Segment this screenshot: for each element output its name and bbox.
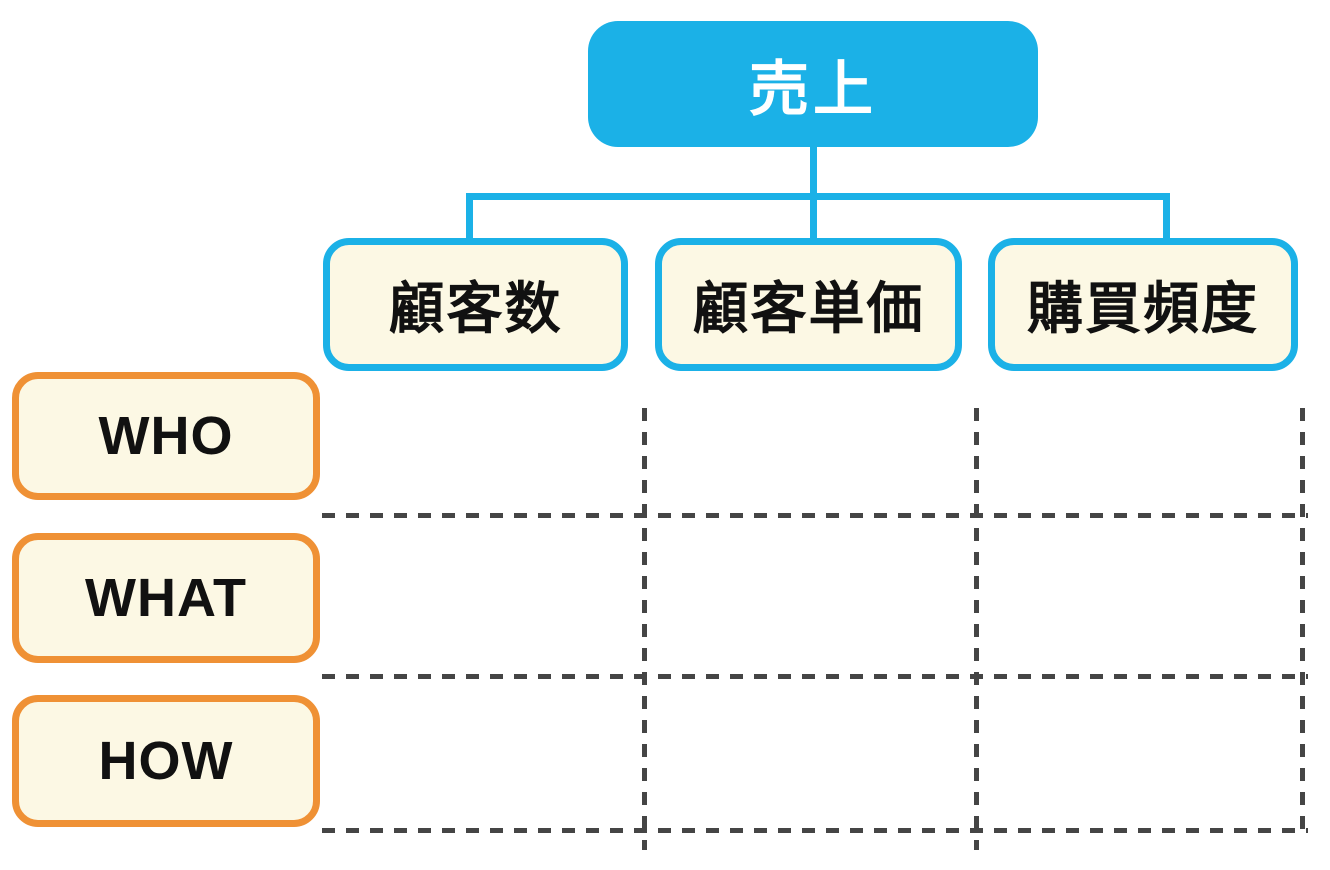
sales-node: 売上 bbox=[588, 21, 1038, 147]
connector-drop-center bbox=[810, 193, 817, 239]
grid-col-divider-2 bbox=[974, 408, 979, 850]
grid-col-divider-3 bbox=[1300, 408, 1305, 832]
connector-drop-right bbox=[1163, 193, 1170, 239]
factor-node-purchase-frequency: 購買頻度 bbox=[988, 238, 1298, 371]
grid-col-divider-1 bbox=[642, 408, 647, 850]
grid-row-divider-1 bbox=[322, 513, 1308, 518]
connector-crossbar bbox=[466, 193, 1170, 200]
row-node-how: HOW bbox=[12, 695, 320, 827]
factor-node-customer-count: 顧客数 bbox=[323, 238, 628, 371]
row-node-what: WHAT bbox=[12, 533, 320, 663]
connector-stem bbox=[810, 147, 817, 195]
connector-drop-left bbox=[466, 193, 473, 239]
grid-row-divider-3 bbox=[322, 828, 1308, 833]
grid-row-divider-2 bbox=[322, 674, 1308, 679]
row-node-who: WHO bbox=[12, 372, 320, 500]
factor-node-unit-price: 顧客単価 bbox=[655, 238, 962, 371]
